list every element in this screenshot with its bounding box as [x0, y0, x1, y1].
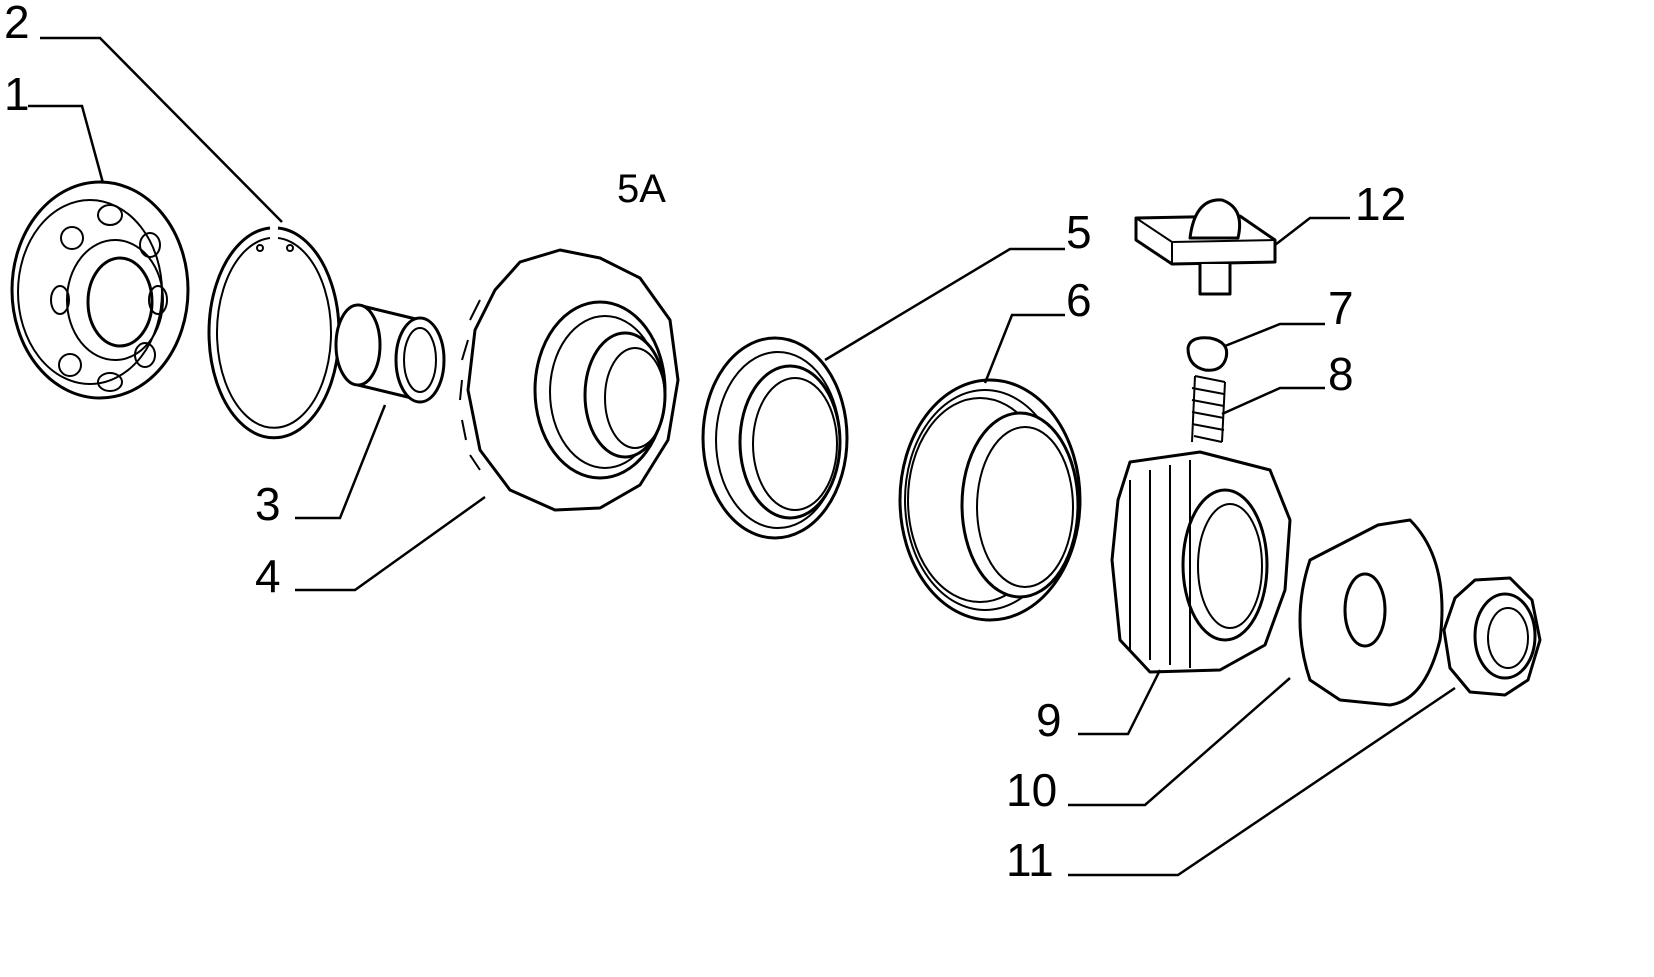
- callout-9: 9: [1036, 694, 1062, 746]
- leader-3: [295, 404, 387, 520]
- helical-gear: [459, 248, 680, 512]
- circlip: [207, 226, 341, 440]
- thrust-washer: [1298, 518, 1444, 707]
- callout-12: 12: [1355, 178, 1406, 230]
- leader-2: [40, 36, 283, 223]
- detent-ball: [1186, 336, 1229, 372]
- callout-2: 2: [4, 0, 30, 48]
- bushing: [334, 303, 446, 404]
- callout-8: 8: [1328, 348, 1354, 400]
- synchronizer-hub: [1110, 450, 1292, 674]
- callout-10: 10: [1006, 764, 1057, 816]
- sliding-sleeve: [898, 378, 1082, 622]
- assembly-label: 5A: [617, 167, 666, 211]
- leader-7: [1224, 322, 1325, 348]
- synchronizer-ring: [701, 336, 849, 540]
- shift-pad: [1134, 198, 1277, 296]
- detent-spring: [1191, 375, 1226, 443]
- leader-8: [1221, 386, 1325, 416]
- lock-nut: [1442, 576, 1542, 697]
- leader-12: [1274, 216, 1350, 246]
- leader-9: [1078, 669, 1162, 736]
- callout-7: 7: [1328, 282, 1354, 334]
- leader-5: [824, 247, 1065, 362]
- leader-6: [983, 313, 1065, 384]
- callout-11: 11: [1006, 834, 1054, 886]
- leader-1: [28, 104, 105, 184]
- callout-1: 1: [4, 68, 30, 120]
- callout-5: 5: [1066, 206, 1092, 258]
- leader-lines: [28, 36, 1456, 877]
- leader-4: [295, 495, 486, 592]
- callout-4: 4: [255, 550, 281, 602]
- callout-3: 3: [255, 478, 281, 530]
- callout-6: 6: [1066, 274, 1092, 326]
- leader-10: [1068, 677, 1291, 807]
- ball-bearing: [10, 180, 190, 400]
- leader-11: [1068, 686, 1456, 877]
